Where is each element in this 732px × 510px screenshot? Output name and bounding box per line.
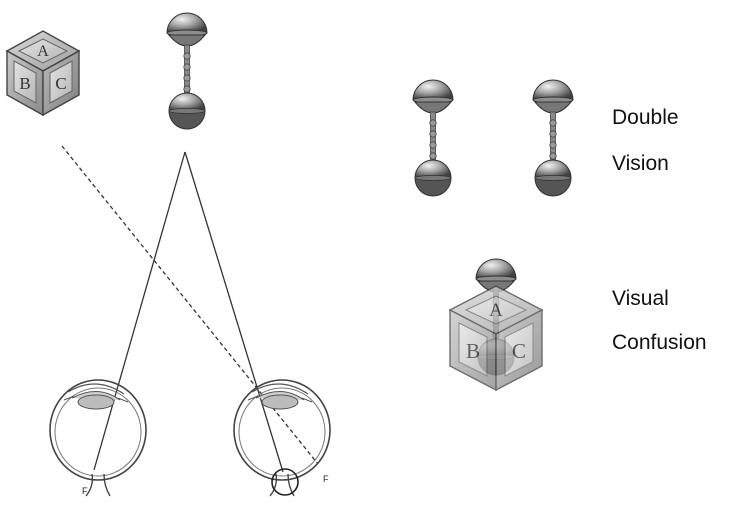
cube-letter-a: A [37, 43, 49, 60]
fovea-label-right: F [323, 474, 329, 484]
left-eye [49, 379, 147, 497]
label-confusion: Confusion [612, 331, 707, 354]
fovea-label-left: F [82, 486, 88, 496]
sight-line-left-eye [93, 151, 186, 471]
label-vision: Vision [612, 152, 669, 175]
sight-line-right-eye [184, 151, 284, 473]
visual-confusion-figure: A B C [448, 258, 544, 392]
confusion-letter-a: A [489, 300, 503, 321]
macula-highlight [271, 468, 299, 496]
abc-cube: A B C [5, 30, 81, 117]
cube-letter-c: C [55, 74, 66, 93]
cube-sight-line [61, 145, 319, 465]
right-eye [233, 379, 331, 497]
cube-letter-b: B [19, 74, 30, 93]
confusion-letter-b: B [466, 339, 480, 363]
label-visual: Visual [612, 287, 669, 310]
double-vision-dumbbell-left [412, 79, 454, 197]
label-double: Double [612, 106, 679, 129]
double-vision-dumbbell-right [532, 79, 574, 197]
fixated-dumbbell [166, 12, 208, 130]
confusion-letter-c: C [512, 339, 526, 363]
